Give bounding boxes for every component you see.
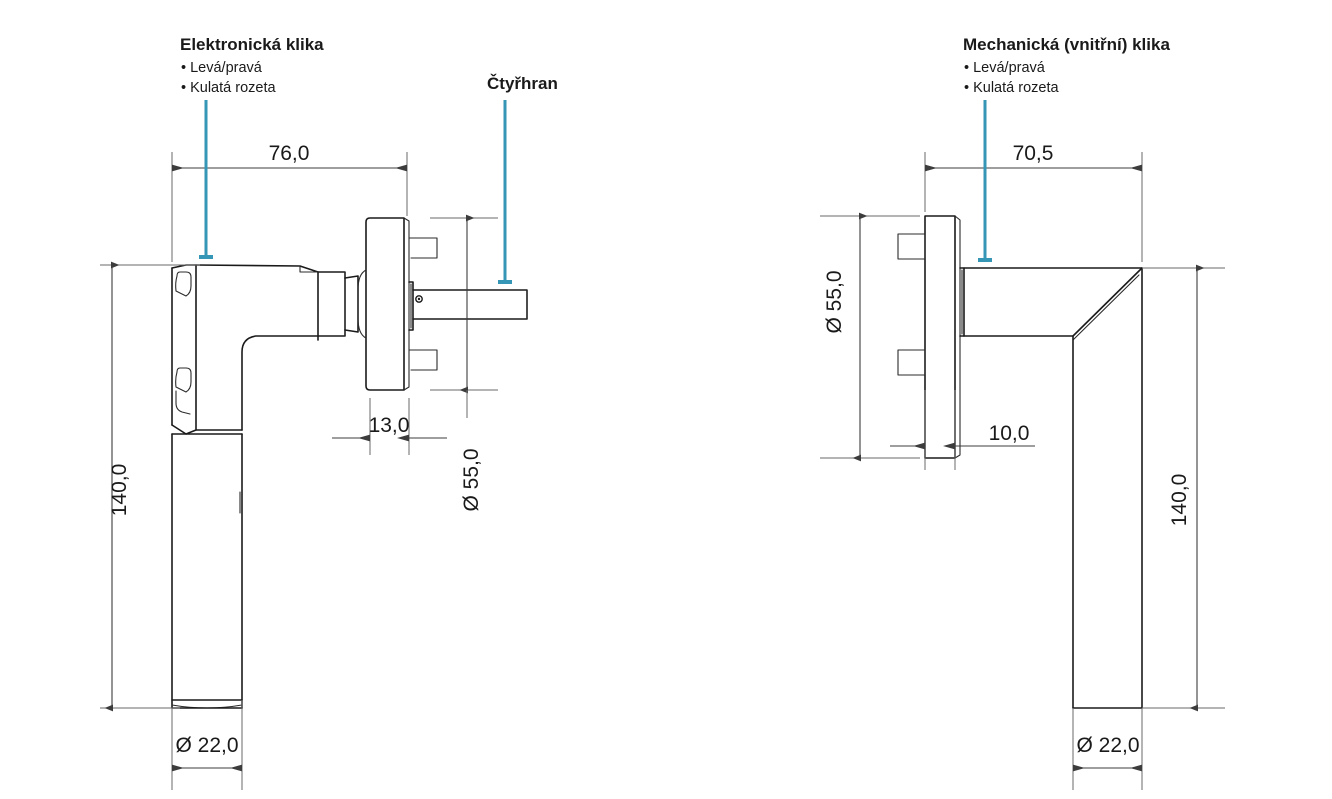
electronic-rosette [357,217,438,391]
dim-right-grip-22 [1072,708,1143,790]
electronic-handle-grip [171,433,243,709]
square-spindle-geometry [412,289,528,320]
dim-label-right-height-140: 140,0 [1168,474,1191,527]
dim-right-rosette-55 [820,212,920,462]
dim-left-rosette-55 [430,214,498,418]
dim-label-left-rosette-55: Ø 55,0 [460,448,483,511]
right-view-geometry [820,152,1225,790]
leader-electronic-handle [199,100,213,259]
dim-left-height-140 [100,261,200,712]
electronic-handle-neck [317,271,359,337]
dim-left-grip-22 [171,700,243,790]
callout-square-spindle: Čtyřhran [487,74,558,93]
callout-bullet-electronic-0: • Levá/pravá [181,60,263,76]
callout-bullet-mechanical-1: • Kulatá rozeta [964,80,1059,96]
dim-label-left-length-76: 76,0 [269,142,310,165]
mechanical-handle-grip [1072,267,1143,709]
dim-label-right-rosette-55: Ø 55,0 [823,270,846,333]
dim-label-left-grip-22: Ø 22,0 [175,734,238,757]
callout-leaders [199,100,992,284]
dim-label-right-grip-22: Ø 22,0 [1076,734,1139,757]
dim-label-left-height-140: 140,0 [108,464,131,517]
dim-label-right-depth-10: 10,0 [989,422,1030,445]
leader-square-spindle [498,100,512,284]
dim-right-height-140 [1142,264,1225,712]
left-view-geometry [100,152,528,790]
dim-left-length-76 [171,152,408,262]
callout-electronic-handle: Elektronická klika • Levá/pravá • Kulatá… [180,35,324,96]
dim-label-right-length-70-5: 70,5 [1013,142,1054,165]
callout-title-electronic: Elektronická klika [180,35,324,54]
dim-label-left-depth-13: 13,0 [369,414,410,437]
dim-right-length-70-5 [924,152,1143,262]
mechanical-handle-arm [963,267,1143,341]
callout-mechanical-handle: Mechanická (vnitřní) klika • Levá/pravá … [963,35,1170,96]
callout-title-square-spindle: Čtyřhran [487,74,558,93]
electronic-handle-body [171,264,319,435]
leader-mechanical-handle [978,100,992,262]
dim-left-depth-13 [332,398,447,455]
dimension-labels: 76,0 13,0 Ø 55,0 140,0 Ø 22,0 70,5 Ø 55,… [108,142,1191,757]
callout-title-mechanical: Mechanická (vnitřní) klika [963,35,1170,54]
callout-bullet-electronic-1: • Kulatá rozeta [181,80,276,96]
callout-bullet-mechanical-0: • Levá/pravá [964,60,1046,76]
mechanical-rosette [897,215,965,459]
dim-right-depth-10 [890,390,1035,470]
